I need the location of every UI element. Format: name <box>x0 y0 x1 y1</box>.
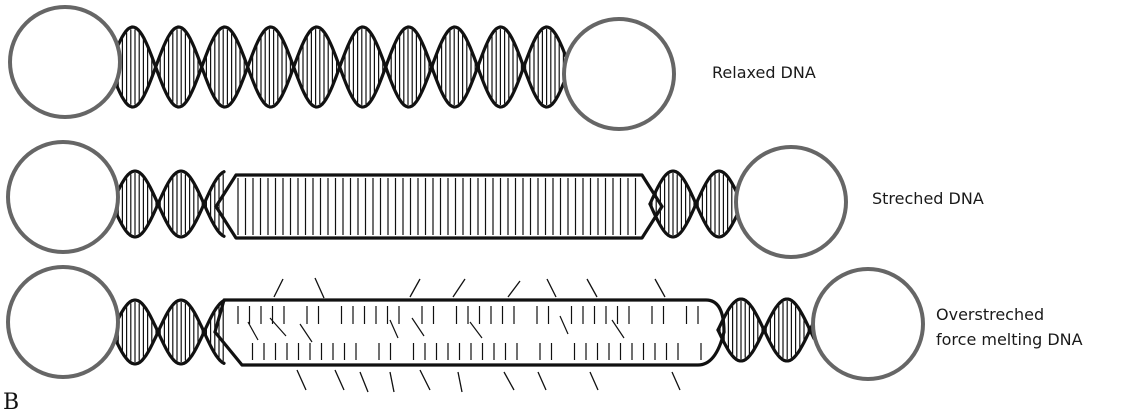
broken-base-pairs <box>274 278 680 392</box>
broken-base-above <box>655 279 665 297</box>
helix-strand-b <box>650 171 740 237</box>
relaxed-dna-double-helix <box>112 27 570 107</box>
broken-inner-bond <box>470 322 482 338</box>
panel-letter: B <box>3 390 19 414</box>
broken-inner-bond <box>390 320 398 338</box>
stretched-right-bead <box>736 147 846 257</box>
broken-base-below <box>458 372 462 392</box>
broken-base-above <box>410 279 420 297</box>
relaxed-dna-row: Relaxed DNA <box>10 7 816 129</box>
overstretched-right-helix <box>718 299 814 361</box>
stretched-left-bead <box>8 142 118 252</box>
broken-base-below <box>360 372 368 392</box>
broken-base-below <box>297 370 306 390</box>
stretched-dna-row: Streched DNA <box>8 142 984 257</box>
overstretched-label-line2: force melting DNA <box>936 330 1083 349</box>
overstretched-left-helix <box>112 300 224 364</box>
broken-base-above <box>315 278 324 298</box>
overstretched-melted-ladder <box>215 300 724 365</box>
overstretched-left-bead <box>8 267 118 377</box>
broken-base-below <box>390 372 394 392</box>
broken-base-below <box>335 370 344 390</box>
broken-base-above <box>547 279 556 297</box>
melting-top-strand <box>215 300 724 332</box>
broken-inner-bond <box>248 322 258 340</box>
overstretched-label-line1: Overstreched <box>936 305 1044 324</box>
broken-base-above <box>587 279 597 297</box>
broken-base-above <box>508 281 520 297</box>
stretched-dna-ladder <box>216 175 662 238</box>
stretched-dna-label: Streched DNA <box>872 189 984 208</box>
overstretched-right-bead <box>813 269 923 379</box>
relaxed-left-bead <box>10 7 120 117</box>
broken-base-above <box>453 279 465 297</box>
relaxed-dna-label: Relaxed DNA <box>712 63 816 82</box>
broken-base-below <box>672 372 680 390</box>
broken-base-below <box>504 372 514 390</box>
broken-inner-bond <box>300 324 312 342</box>
broken-base-below <box>590 372 598 390</box>
overstretched-dna-row: Overstreched force melting DNA <box>8 267 1083 392</box>
broken-base-above <box>274 279 283 297</box>
broken-inner-bond <box>560 316 568 334</box>
relaxed-right-bead <box>564 19 674 129</box>
stretched-left-helix <box>112 171 224 237</box>
broken-base-below <box>420 370 430 390</box>
broken-base-below <box>538 372 546 390</box>
stretched-right-helix <box>650 171 740 237</box>
melting-bottom-strand <box>215 332 724 365</box>
